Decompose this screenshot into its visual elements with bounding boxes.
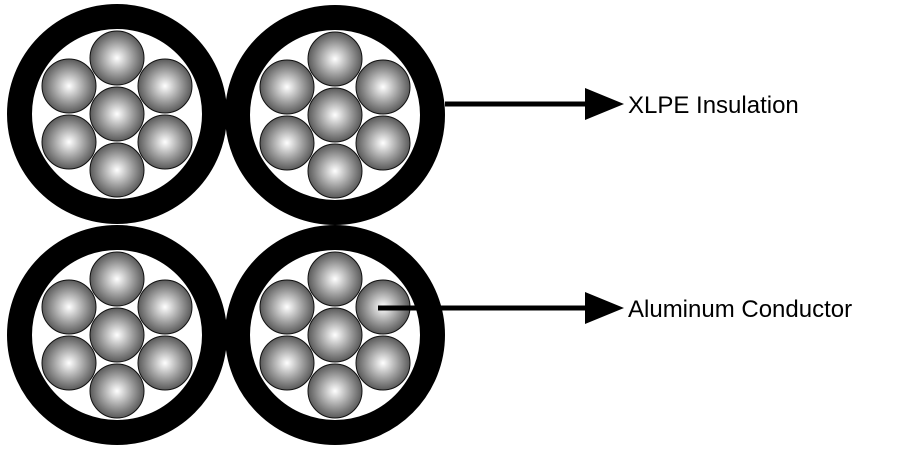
- conductor-strand: [41, 58, 97, 114]
- conductor-strand: [307, 363, 363, 419]
- conductor-strand: [355, 335, 411, 391]
- insulation-arrowhead: [585, 88, 624, 120]
- cable-1: [7, 4, 227, 224]
- conductor-strand: [259, 59, 315, 115]
- conductor-strand: [307, 31, 363, 87]
- conductor-strand: [355, 115, 411, 171]
- conductor-strand: [259, 279, 315, 335]
- conductor-strand: [307, 143, 363, 199]
- insulation-label: XLPE Insulation: [628, 92, 799, 119]
- conductor-strand: [307, 251, 363, 307]
- conductor-callout: Aluminum Conductor: [378, 292, 852, 324]
- insulation-callout: XLPE Insulation: [445, 88, 799, 120]
- conductor-strand: [41, 335, 97, 391]
- conductor-strand: [89, 363, 145, 419]
- conductor-strand: [89, 142, 145, 198]
- conductor-strand: [137, 58, 193, 114]
- conductor-strand: [89, 86, 145, 142]
- conductor-strand: [259, 335, 315, 391]
- conductor-strand: [355, 59, 411, 115]
- conductor-strand: [137, 114, 193, 170]
- conductor-strand: [307, 87, 363, 143]
- conductor-strand: [41, 114, 97, 170]
- conductor-strand: [259, 115, 315, 171]
- conductor-label: Aluminum Conductor: [628, 296, 852, 323]
- conductor-strand: [307, 307, 363, 363]
- cable-4: [225, 225, 445, 445]
- conductor-strand: [41, 279, 97, 335]
- cable-3: [7, 225, 227, 445]
- conductor-strand: [137, 279, 193, 335]
- conductor-strand: [89, 307, 145, 363]
- conductor-arrowhead: [585, 292, 624, 324]
- conductor-strand: [137, 335, 193, 391]
- conductor-strand: [89, 30, 145, 86]
- conductor-strand: [89, 251, 145, 307]
- cable-2: [225, 5, 445, 225]
